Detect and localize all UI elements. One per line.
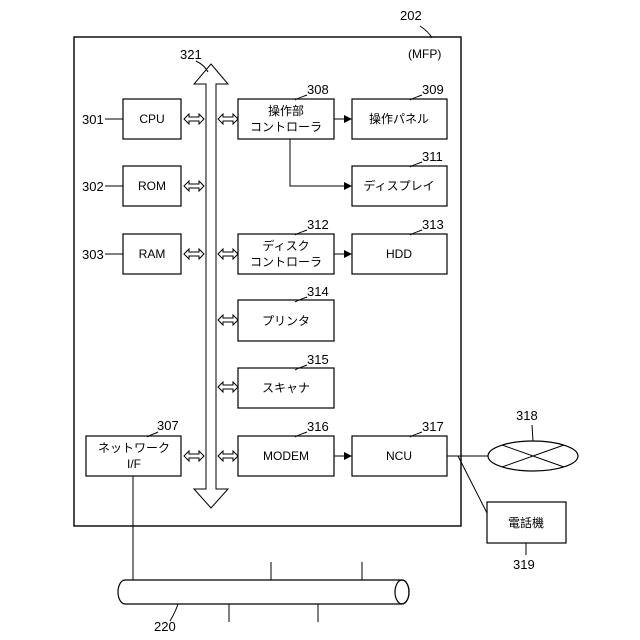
display-label: ディスプレイ	[363, 178, 434, 193]
mfp-ref-leader	[420, 26, 432, 38]
telephone-ref-label: 319	[513, 557, 535, 572]
lan-cable	[118, 580, 409, 604]
op-controller-ref-label: 308	[307, 82, 329, 97]
cpu-bus-connector	[184, 114, 204, 124]
disk-controller-label-line2: コントローラ	[250, 255, 322, 269]
ram-ref-label: 303	[82, 247, 104, 262]
public-line-ref-label: 318	[516, 408, 538, 423]
printer-ref-label: 314	[307, 284, 329, 299]
scanner-bus-connector	[218, 382, 238, 392]
ram-label: RAM	[139, 247, 166, 261]
modem-label: MODEM	[263, 449, 309, 463]
network-if-label-line1: ネットワーク	[98, 441, 170, 455]
printer-bus-connector	[218, 315, 238, 325]
ram-bus-connector	[184, 249, 204, 259]
lan-cable-end	[395, 580, 409, 604]
scanner-label: スキャナ	[262, 381, 310, 395]
telephone-label: 電話機	[508, 515, 544, 530]
ncu-to-telephone-connection	[458, 456, 487, 513]
ncu-ref-label: 317	[422, 419, 444, 434]
cpu-ref-label: 301	[82, 112, 104, 127]
system-bus	[194, 64, 228, 508]
cpu-label: CPU	[139, 112, 164, 126]
display-ref-label: 311	[422, 149, 443, 164]
bus-ref-label: 321	[180, 47, 202, 62]
mfp-type-label: (MFP)	[408, 47, 441, 61]
op-panel-label: 操作パネル	[369, 111, 429, 126]
disk-controller-bus-connector	[218, 249, 238, 259]
op-controller-to-display-arrow	[290, 139, 351, 186]
modem-bus-connector	[218, 451, 238, 461]
public-line-ref-leader	[532, 425, 533, 441]
disk-controller-label-line1: ディスク	[262, 238, 309, 253]
op-controller-label-line2: コントローラ	[250, 120, 322, 134]
rom-ref-label: 302	[82, 179, 104, 194]
hdd-ref-label: 313	[422, 217, 444, 232]
hdd-label: HDD	[386, 247, 412, 261]
rom-label: ROM	[138, 179, 166, 193]
lan-ref-label: 220	[154, 619, 176, 634]
op-controller-label-line1: 操作部	[268, 103, 304, 118]
network-if-bus-connector	[184, 451, 204, 461]
op-panel-ref-label: 309	[422, 82, 444, 97]
network-if-label-line2: I/F	[127, 457, 141, 471]
mfp-ref-label: 202	[400, 8, 422, 23]
scanner-ref-label: 315	[307, 352, 329, 367]
rom-bus-connector	[184, 181, 204, 191]
modem-ref-label: 316	[307, 419, 329, 434]
disk-controller-ref-label: 312	[307, 217, 329, 232]
network-if-ref-label: 307	[157, 418, 179, 433]
ncu-label: NCU	[386, 449, 412, 463]
op-controller-bus-connector	[218, 114, 238, 124]
printer-label: プリンタ	[262, 314, 310, 328]
